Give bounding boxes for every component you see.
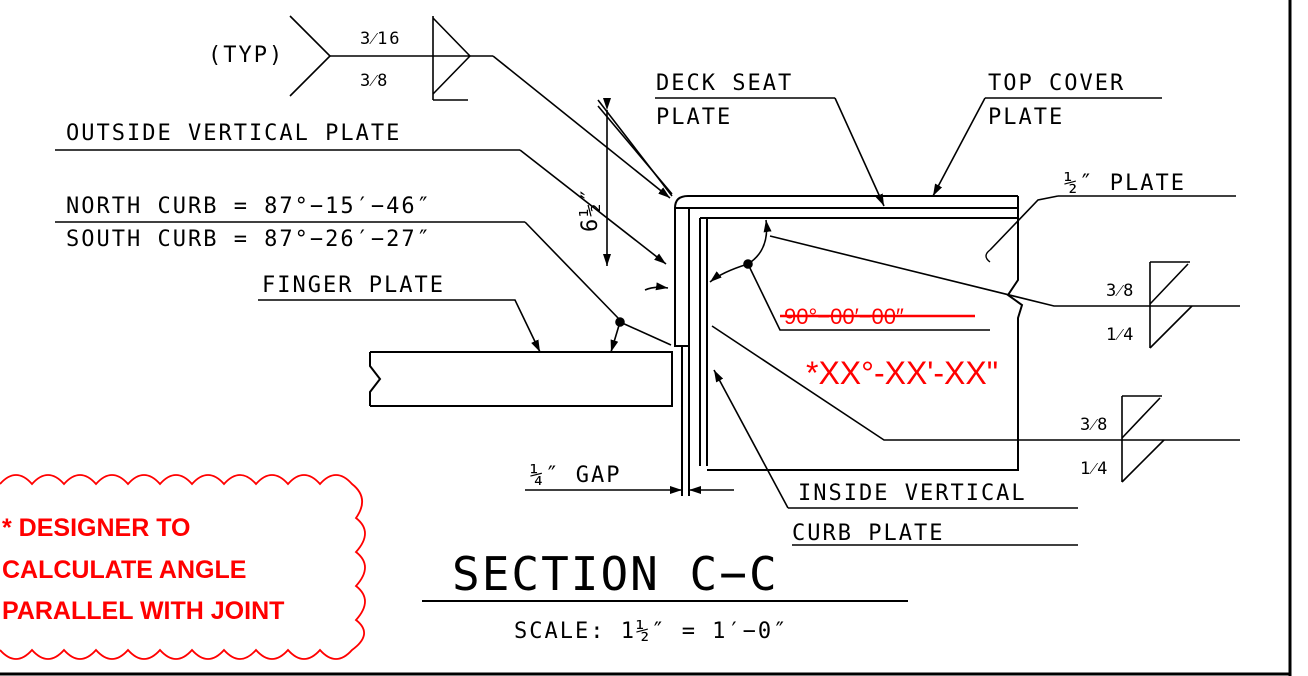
revision-cloud bbox=[0, 474, 366, 660]
weld-right-1-top: 3⁄8 bbox=[1106, 281, 1135, 301]
weld-symbol-right-1 bbox=[769, 235, 1240, 349]
height-dimension bbox=[597, 98, 673, 266]
top-cover-plate-label-1: TOP COVER bbox=[988, 71, 1125, 96]
vertical-plates bbox=[674, 195, 1024, 496]
angle-arc-curb bbox=[610, 282, 672, 353]
note-line-1: * DESIGNER TO bbox=[2, 514, 190, 542]
weld-right-2-top: 3⁄8 bbox=[1080, 415, 1109, 435]
angle-placeholder: *XX°-XX'-XX" bbox=[806, 355, 998, 391]
weld-right-2-bottom: 1⁄4 bbox=[1080, 459, 1109, 479]
weld-typ-label: (TYP) bbox=[208, 43, 284, 68]
section-scale: SCALE: 1½″ = 1′−0″ bbox=[514, 619, 788, 644]
top-leaders bbox=[655, 97, 1236, 263]
deck-seat-plate-label-2: PLATE bbox=[656, 105, 732, 130]
weld-typ-size-bottom: 3⁄8 bbox=[360, 71, 389, 91]
finger-plate bbox=[369, 351, 673, 407]
top-cover-plate-label-2: PLATE bbox=[988, 105, 1064, 130]
finger-plate-label: FINGER PLATE bbox=[262, 273, 445, 298]
gap-label: ¼″ GAP bbox=[530, 463, 621, 488]
note-line-2: CALCULATE ANGLE bbox=[2, 556, 246, 584]
deck-seat-plate-label-1: DECK SEAT bbox=[656, 71, 793, 96]
half-inch-plate-label: ½″ PLATE bbox=[1064, 171, 1186, 196]
south-curb-label: SOUTH CURB = 87°−26′−27″ bbox=[66, 227, 432, 252]
interior-angle bbox=[709, 219, 990, 331]
section-title: SECTION C−C bbox=[452, 547, 779, 601]
note-line-3: PARALLEL WITH JOINT bbox=[2, 597, 284, 625]
inside-vertical-leader bbox=[713, 369, 1078, 546]
weld-right-1-bottom: 1⁄4 bbox=[1106, 325, 1135, 345]
weld-symbol-typ bbox=[289, 15, 671, 199]
inside-vertical-label-1: INSIDE VERTICAL bbox=[798, 481, 1027, 506]
weld-typ-size-top: 3⁄16 bbox=[360, 29, 402, 49]
north-curb-label: NORTH CURB = 87°−15′−46″ bbox=[66, 194, 432, 219]
weld-symbol-right-2 bbox=[711, 325, 1240, 483]
height-dimension-label: 6½″ bbox=[578, 186, 603, 232]
left-leaders bbox=[55, 149, 667, 353]
outside-vertical-plate-label: OUTSIDE VERTICAL PLATE bbox=[66, 121, 401, 146]
inside-vertical-label-2: CURB PLATE bbox=[792, 521, 944, 546]
